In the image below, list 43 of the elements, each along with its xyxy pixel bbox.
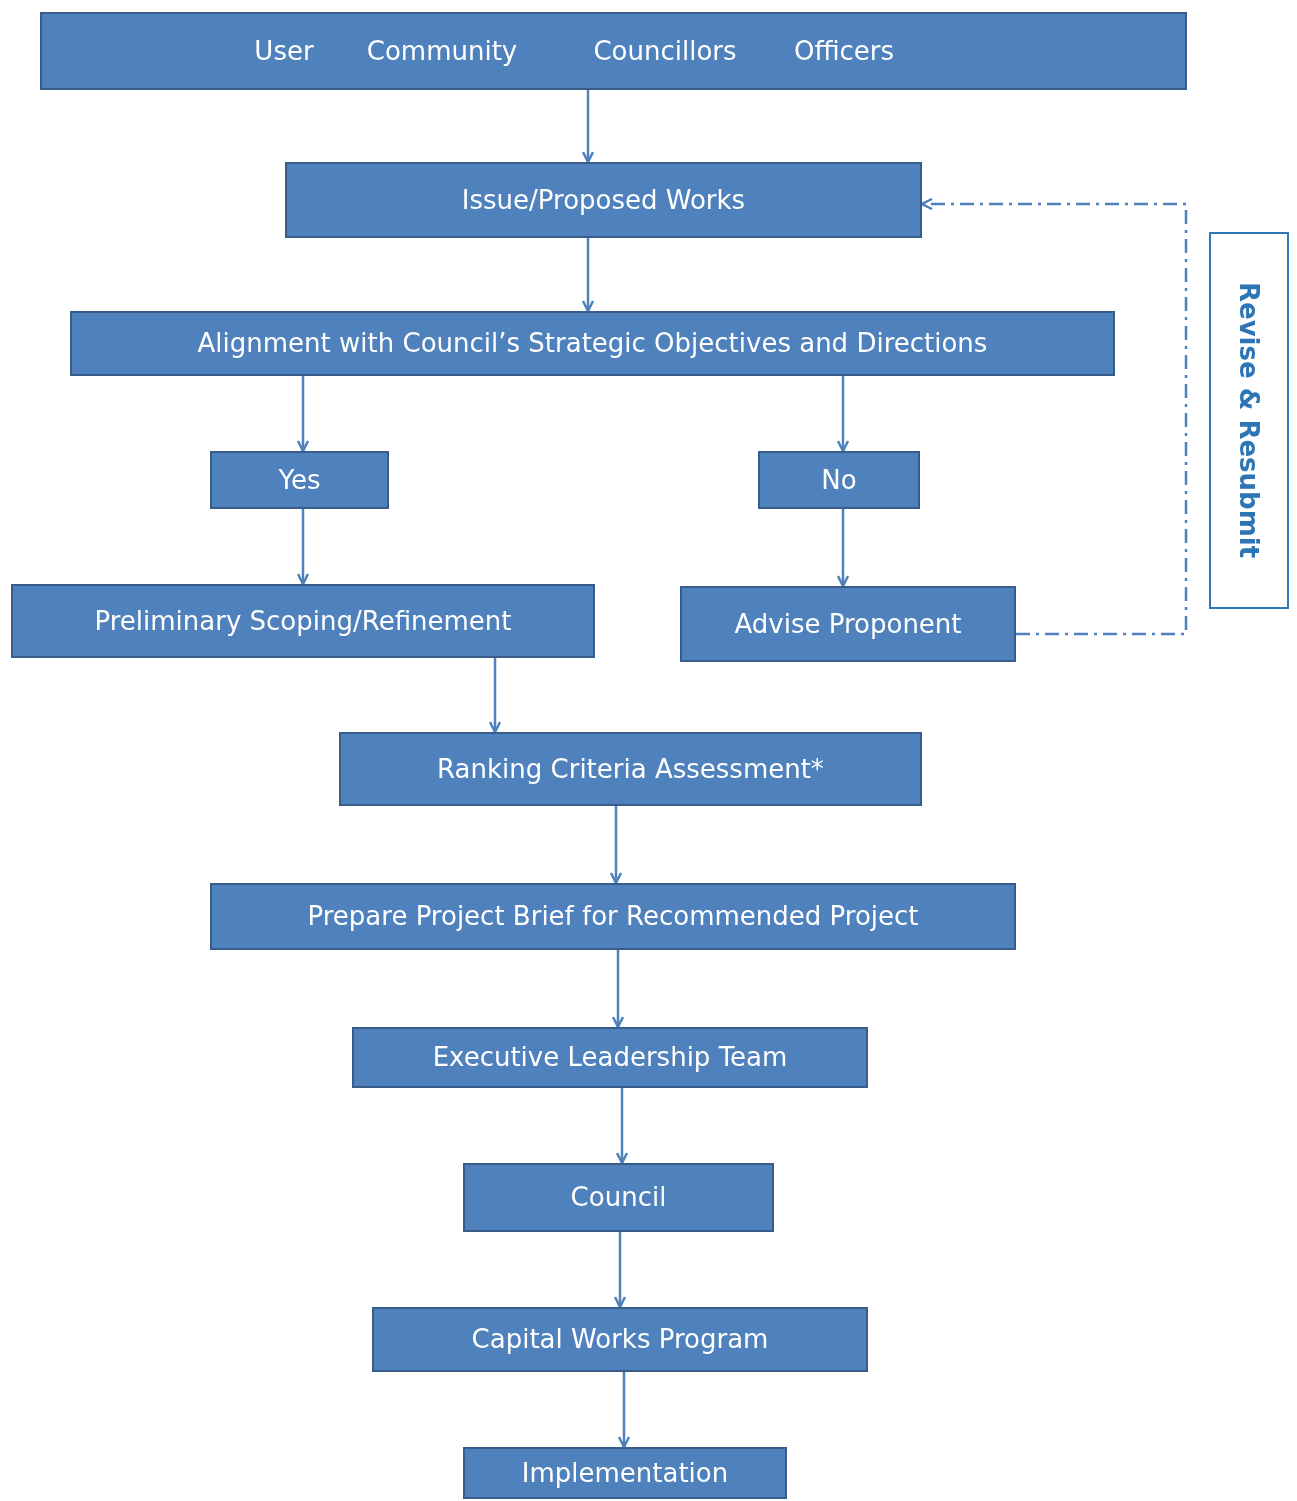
arrow	[615, 1088, 629, 1165]
process-box	[285, 162, 922, 238]
box-label: Ranking Criteria Assessment*	[437, 754, 824, 784]
process-box	[680, 586, 1016, 662]
process-box	[758, 451, 920, 509]
box-label: No	[821, 465, 857, 495]
process-box	[210, 883, 1016, 950]
box-label: Officers	[793, 36, 895, 66]
arrow	[296, 509, 310, 586]
box-label: User	[254, 36, 314, 66]
arrow	[609, 806, 623, 885]
box-label: Capital Works Program	[471, 1325, 769, 1354]
process-box	[339, 732, 922, 806]
arrow	[611, 950, 625, 1029]
process-box	[463, 1447, 787, 1499]
process-box	[352, 1027, 868, 1088]
arrow	[296, 376, 310, 453]
process-box	[210, 451, 389, 509]
arrow	[581, 90, 595, 164]
process-box	[372, 1307, 868, 1372]
box-label: Executive Leadership Team	[432, 1043, 788, 1072]
process-box	[40, 12, 1187, 90]
box-label: Implementation	[521, 1458, 729, 1488]
box-label: Advise Proponent	[734, 609, 962, 639]
process-box	[11, 584, 595, 658]
note-box	[1209, 232, 1289, 609]
arrow	[617, 1372, 631, 1449]
arrow	[613, 1232, 627, 1309]
arrow	[488, 658, 502, 734]
process-box	[70, 311, 1115, 376]
box-label: Prepare Project Brief for Recommended Project	[307, 902, 919, 931]
box-label: Preliminary Scoping/Refinement	[94, 606, 512, 636]
box-label: Yes	[278, 465, 321, 495]
arrow	[836, 376, 850, 453]
note-label: Revise & Resubmit	[1234, 282, 1264, 559]
arrow	[836, 509, 850, 588]
box-label: Council	[570, 1183, 667, 1212]
box-label: Councillors	[593, 36, 737, 66]
process-box	[463, 1163, 774, 1232]
box-label: Community	[366, 36, 518, 66]
box-label: Issue/Proposed Works	[461, 185, 746, 215]
box-label: Alignment with Council’s Strategic Objectives and Directions	[197, 329, 988, 358]
arrow	[581, 238, 595, 313]
